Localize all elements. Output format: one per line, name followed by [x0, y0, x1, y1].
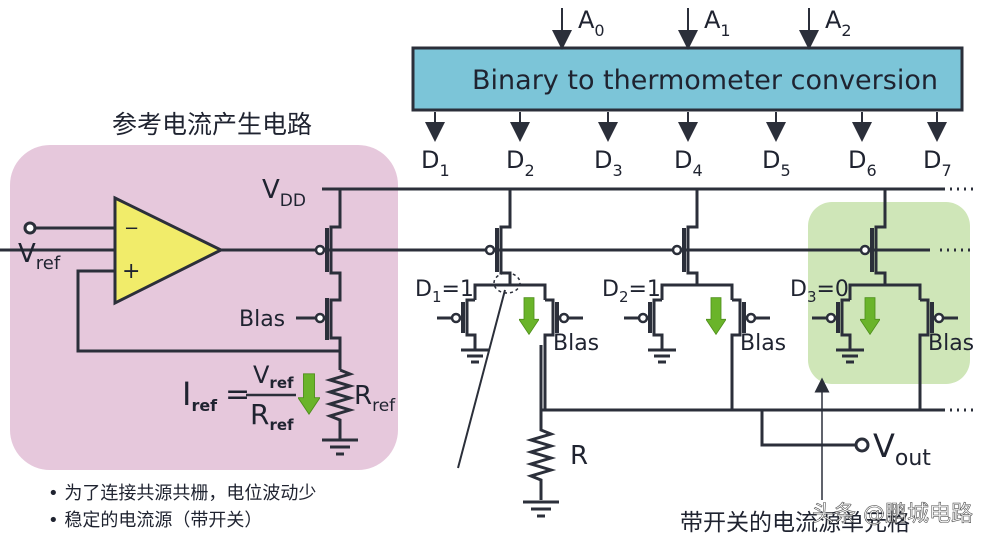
reference-circuit-title: 参考电流产生电路 — [112, 110, 312, 139]
watermark: 头条 @鹏城电路 — [812, 502, 973, 527]
opamp-minus: − — [124, 218, 139, 239]
bias-label: Blas — [740, 331, 786, 356]
rref-resistor-icon — [324, 368, 356, 440]
bias-label: Blas — [928, 331, 974, 356]
switch-label: D1=1 — [415, 277, 474, 306]
iref-formula: Iref = Vref Rref — [182, 361, 296, 434]
ground-icon — [322, 438, 358, 456]
opamp-plus: + — [122, 259, 140, 284]
vout-label: Vout — [873, 427, 931, 471]
output-label-d2: D2 — [506, 146, 535, 180]
converter-outputs: D1 D2 D3 D4 D5 D6 D7 — [421, 112, 952, 180]
output-label-d7: D7 — [923, 146, 952, 180]
vout-wire — [760, 410, 855, 447]
converter-title: Binary to thermometer conversion — [472, 65, 938, 96]
rref-label: Rref — [354, 381, 396, 416]
current-arrow-icon — [706, 297, 726, 335]
note-item: • 稳定的电流源（带开关） — [48, 510, 262, 531]
notes-list: • 为了连接共源共栅，电位波动少 • 稳定的电流源（带开关） — [48, 483, 316, 531]
input-label-a2: A2 — [825, 6, 852, 40]
vref-label: Vref — [18, 239, 61, 274]
converter-inputs: A0 A1 A2 — [552, 6, 852, 50]
node-pointer-line — [457, 289, 506, 469]
ref-bias-label: Blas — [239, 307, 285, 332]
input-label-a0: A0 — [578, 6, 605, 40]
vref-terminal-icon — [23, 221, 37, 235]
svg-text:Iref: Iref — [182, 375, 218, 415]
opamp-icon — [113, 195, 225, 306]
output-label-d3: D3 — [594, 146, 623, 180]
svg-text:Vref: Vref — [253, 361, 294, 392]
vout-terminal-icon — [854, 437, 870, 453]
svg-text:=: = — [225, 377, 250, 412]
vdd-label: VDD — [262, 175, 306, 211]
output-label-d5: D5 — [762, 146, 791, 180]
svg-text:Rref: Rref — [250, 398, 294, 434]
output-label-d1: D1 — [421, 146, 450, 180]
input-label-a1: A1 — [704, 6, 731, 40]
switch-label: D2=1 — [602, 277, 661, 306]
feedback-wire — [76, 269, 340, 353]
cell-caption: 带开关的电流源单元格 — [680, 510, 910, 536]
current-arrow-icon — [519, 297, 539, 335]
switch-label: D3=0 — [790, 277, 849, 306]
load-resistor-label: R — [570, 441, 588, 471]
output-label-d4: D4 — [674, 146, 703, 180]
converter-box — [411, 46, 964, 112]
reference-pmos-stack — [296, 189, 342, 370]
reference-circuit-panel — [10, 145, 398, 470]
ground-icon — [523, 500, 559, 518]
load-resistor-icon — [525, 345, 557, 500]
note-item: • 为了连接共源共栅，电位波动少 — [48, 483, 316, 504]
bias-label: Blas — [553, 331, 599, 356]
output-label-d6: D6 — [848, 146, 877, 180]
node-highlight-circle — [493, 272, 521, 294]
